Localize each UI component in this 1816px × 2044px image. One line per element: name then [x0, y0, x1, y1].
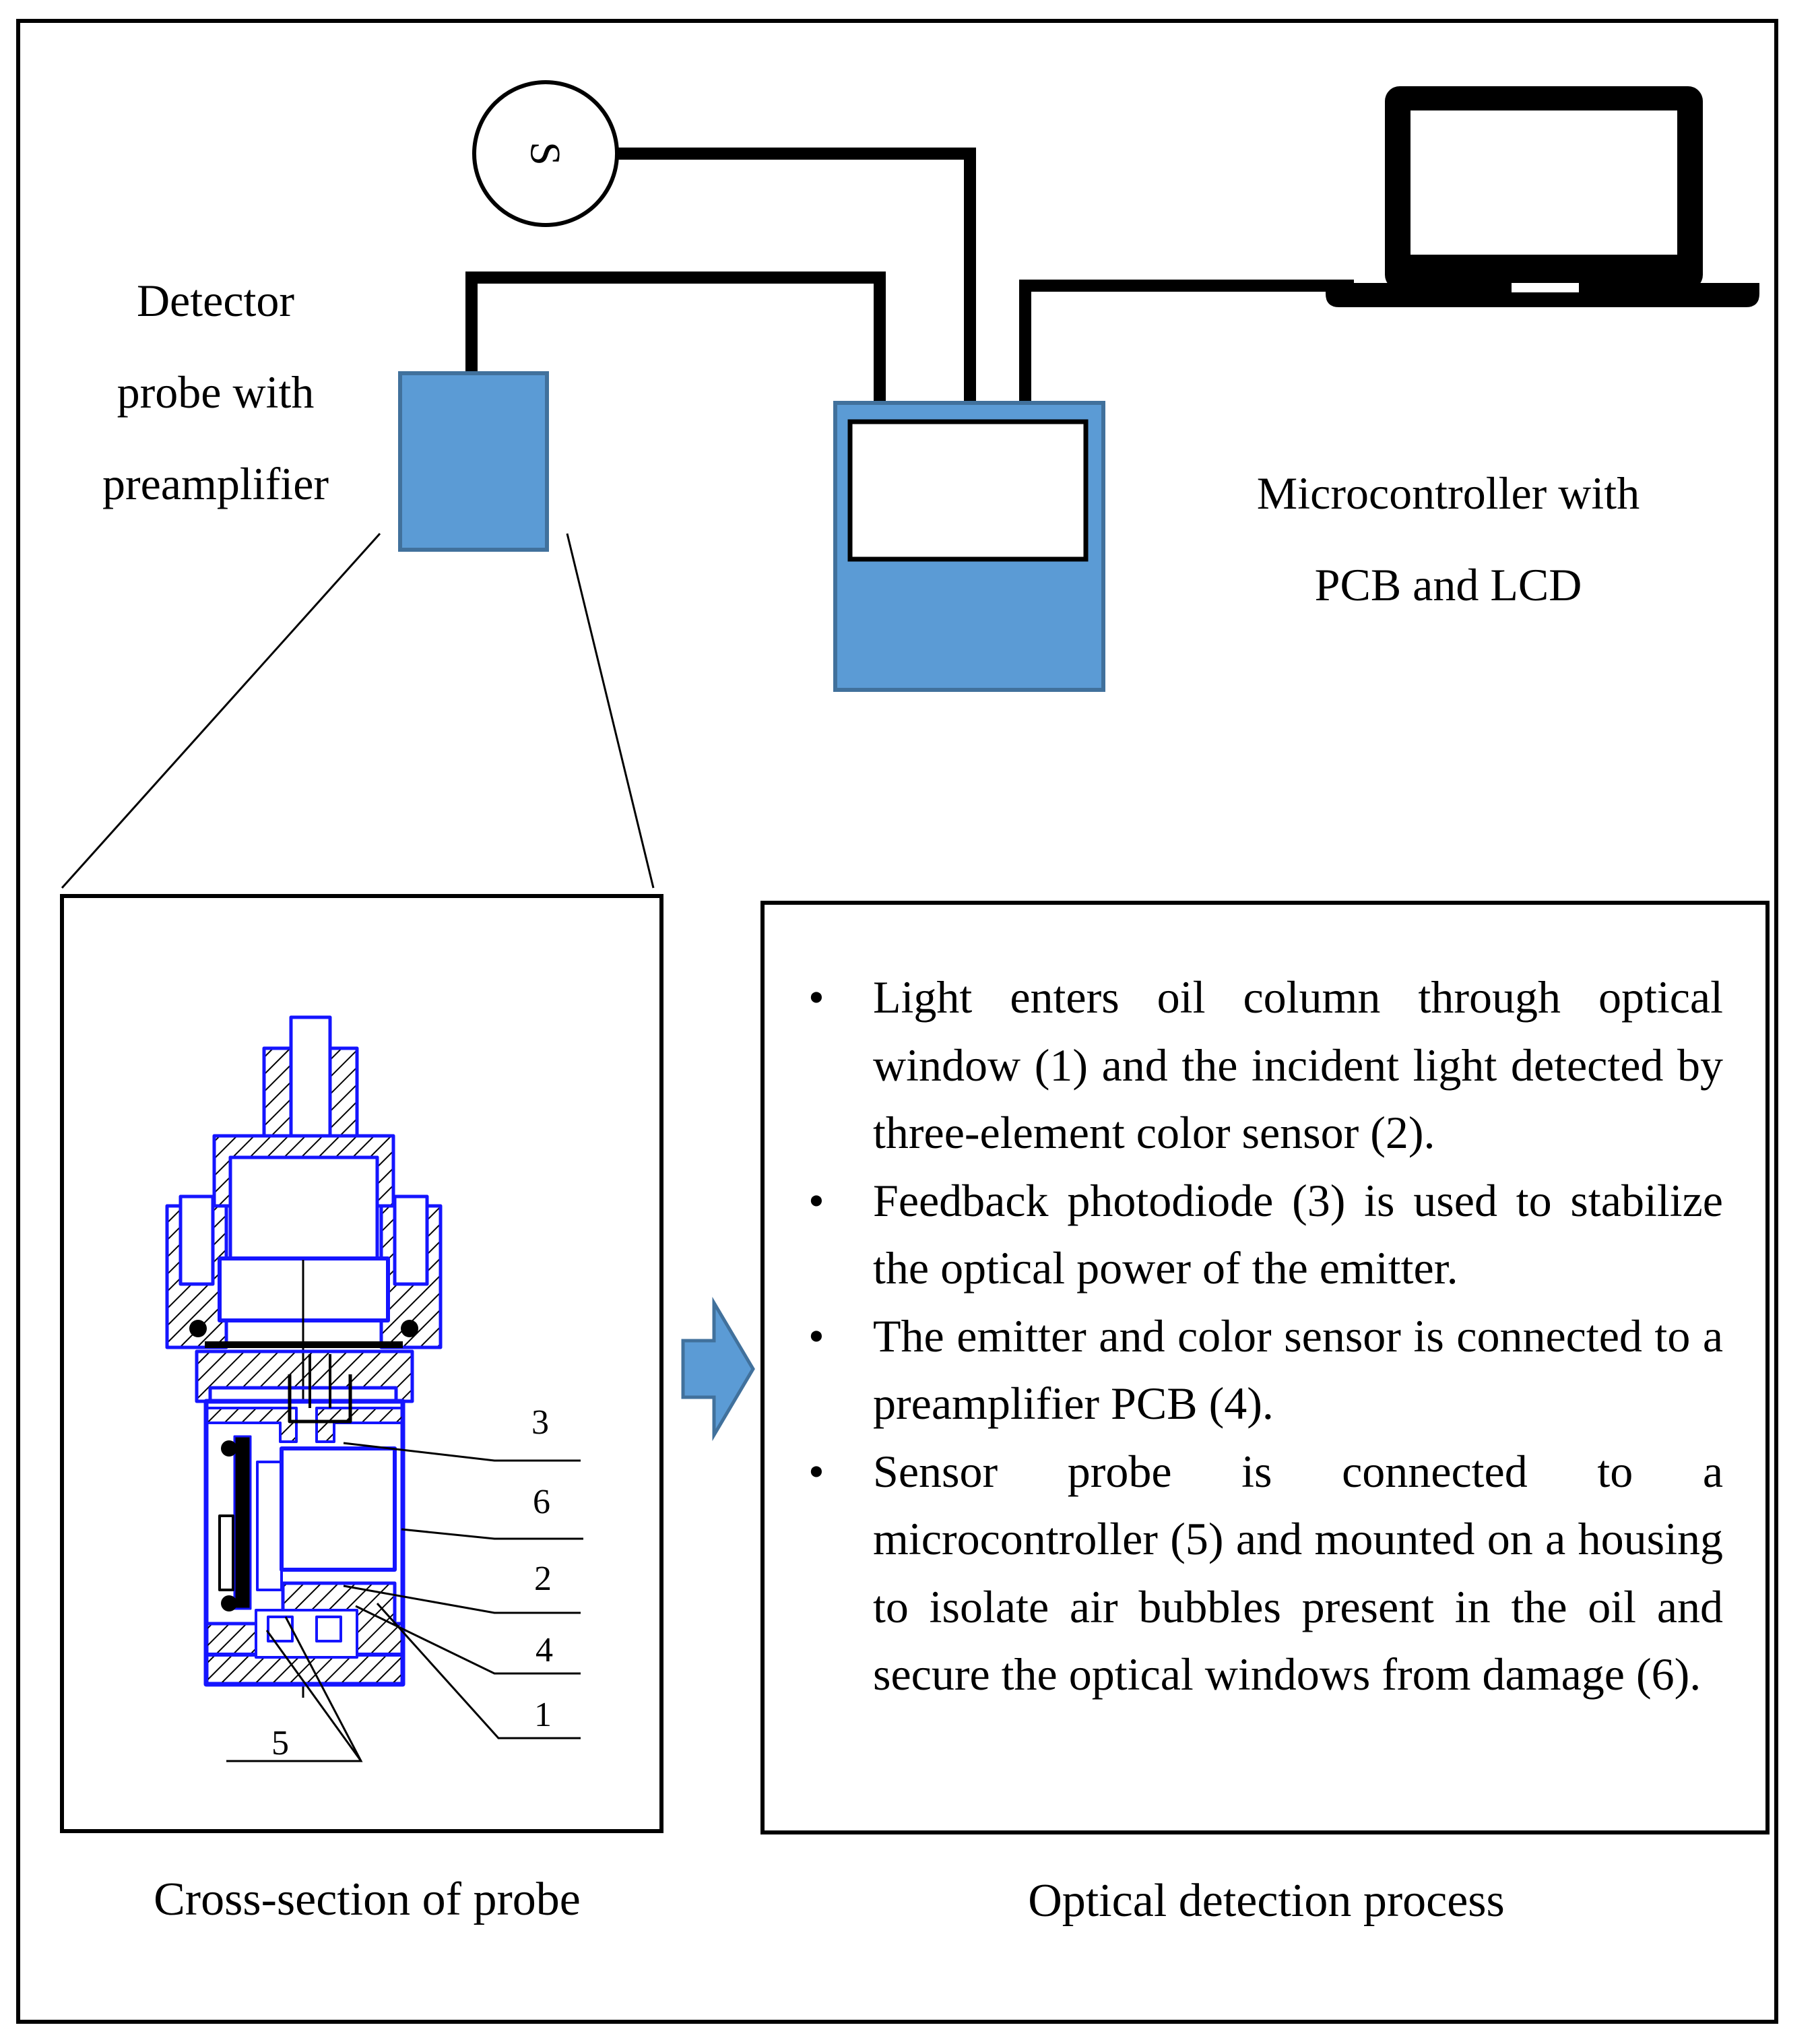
leader-4: [355, 1605, 581, 1675]
process-step-text: Sensor probe is connected to a microcont…: [873, 1445, 1723, 1700]
process-step: • Light enters oil column through optical…: [808, 963, 1723, 1167]
leader-2: [343, 1585, 581, 1614]
probe-label-line-3: preamplifier: [102, 458, 329, 509]
leader-1: [376, 1602, 581, 1739]
probe-label: Detector probe with preamplifier: [40, 255, 391, 530]
connection-wires: [465, 148, 1354, 407]
laptop-icon: [1326, 86, 1759, 307]
callout-numbers: 3 6 2 4 1 5: [271, 1403, 553, 1762]
detector-probe-box: [398, 371, 549, 552]
process-step: • Sensor probe is connected to a microcon…: [808, 1438, 1723, 1708]
process-step: • Feedback photodiode (3) is used to stab…: [808, 1167, 1723, 1302]
right-arrow-icon: [681, 1296, 755, 1442]
source-symbol: S: [522, 141, 570, 166]
callout-leader-lines: [226, 1442, 583, 1762]
optical-process-caption: Optical detection process: [1028, 1875, 1505, 1927]
process-step-text: The emitter and color sensor is connecte…: [873, 1310, 1723, 1430]
lcd-screen: [847, 419, 1089, 562]
zoom-lines: [61, 532, 655, 889]
bullet-icon: •: [808, 971, 824, 1023]
process-step-text: Feedback photodiode (3) is used to stabi…: [873, 1174, 1723, 1294]
bullet-icon: •: [808, 1445, 824, 1497]
probe-cross-section-drawing: [165, 1015, 443, 1698]
wire-source-to-mcu: [617, 148, 976, 403]
leader-3: [343, 1442, 581, 1462]
process-steps-list: • Light enters oil column through optical…: [808, 963, 1723, 1708]
probe-label-line-1: Detector: [136, 275, 295, 326]
process-step: • The emitter and color sensor is connect…: [808, 1302, 1723, 1438]
optical-process-panel: [760, 901, 1770, 1834]
microcontroller-label: Microcontroller with PCB and LCD: [1172, 447, 1724, 631]
callout-2: 2: [534, 1560, 552, 1598]
microcontroller-box: [833, 401, 1105, 692]
figure-frame: [16, 19, 1778, 2024]
wire-probe-to-mcu: [465, 272, 886, 407]
callout-3: 3: [531, 1403, 549, 1442]
callout-1: 1: [534, 1696, 552, 1734]
bullet-icon: •: [808, 1174, 824, 1226]
callout-4: 4: [536, 1631, 553, 1669]
leader-6: [401, 1528, 583, 1540]
probe-label-line-2: probe with: [117, 366, 315, 418]
mcu-label-line-1: Microcontroller with: [1256, 468, 1640, 519]
cross-section-caption: Cross-section of probe: [154, 1874, 581, 1925]
callout-6: 6: [533, 1483, 550, 1521]
cross-section-panel: [60, 894, 663, 1833]
mcu-label-line-2: PCB and LCD: [1314, 559, 1582, 610]
wire-mcu-to-laptop: [1019, 280, 1354, 403]
bullet-icon: •: [808, 1310, 824, 1362]
callout-5: 5: [271, 1724, 289, 1762]
power-source-icon: S: [472, 80, 619, 227]
process-step-text: Light enters oil column through optical …: [873, 971, 1723, 1158]
